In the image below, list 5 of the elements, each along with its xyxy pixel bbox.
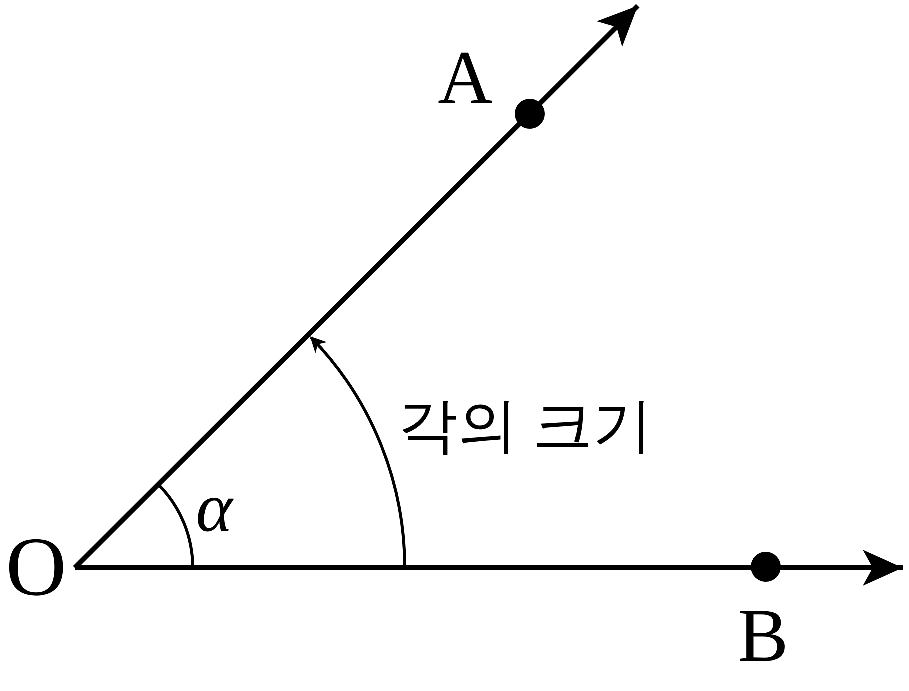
- point-label: A: [438, 40, 493, 116]
- angle-symbol: α: [196, 474, 233, 544]
- point-label: O: [6, 526, 67, 610]
- point-label: B: [738, 598, 789, 674]
- angle-label: 각의 크기: [398, 396, 653, 456]
